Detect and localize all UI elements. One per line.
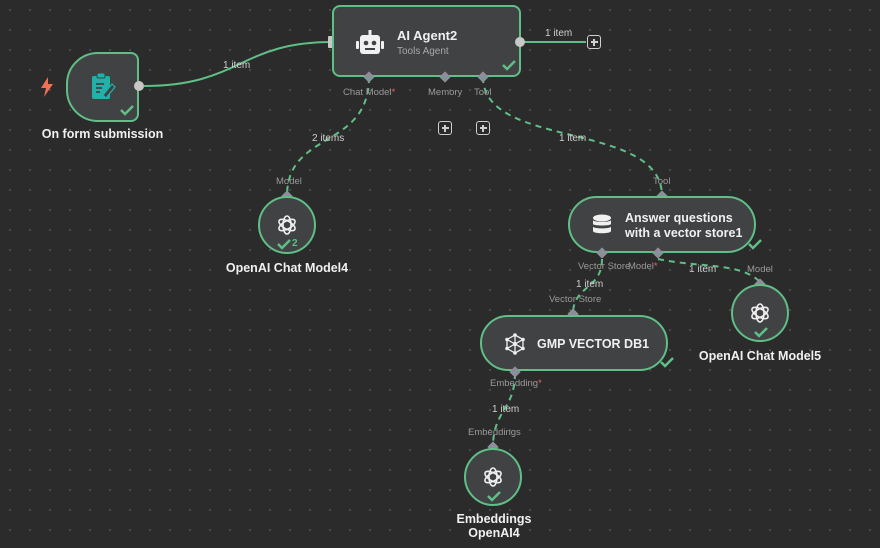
wire-model5[interactable] (657, 258, 761, 283)
embeddings-input-label: Embeddings (468, 427, 521, 438)
node-openai-chat-model4[interactable]: 2 (258, 196, 316, 254)
form-node-title: On form submission (41, 127, 164, 141)
form-icon (92, 73, 116, 99)
chat-model4-input-label: Model (276, 176, 302, 187)
port-label-chat-model: Chat Model* (343, 87, 396, 98)
add-memory-button[interactable] (438, 121, 452, 135)
agent-output-count: 1 item (545, 28, 573, 39)
agent-add-next-button[interactable] (587, 35, 601, 49)
chat-model4-title: OpenAI Chat Model4 (225, 261, 349, 275)
gmp-input-label: Vector Store (549, 294, 602, 305)
port-label-embedding: Embedding* (490, 378, 542, 389)
success-check-icon (502, 60, 516, 71)
tool-connection-count: 1 item (559, 133, 587, 144)
port-label-memory: Memory (428, 87, 463, 98)
answer-title-line1: Answer questions (625, 211, 733, 225)
answer-title-line2: with a vector store1 (625, 226, 743, 240)
wire-trigger-to-agent[interactable] (143, 41, 333, 87)
vector-db-icon (505, 333, 525, 355)
form-output-handle[interactable] (134, 81, 144, 91)
wire-vector-store[interactable] (572, 258, 603, 315)
embedding-connection-count: 1 item (492, 404, 520, 415)
port-label-tool: Tool (474, 87, 492, 98)
openai-icon (484, 467, 502, 487)
node-answer-questions[interactable]: Answer questions with a vector store1 (568, 196, 762, 253)
wire-chat-model[interactable] (286, 76, 370, 197)
port-label-vector-store: Vector Store (578, 261, 631, 272)
run-count-badge: 2 (292, 238, 298, 249)
trigger-to-agent-count: 1 item (223, 60, 251, 71)
node-on-form-submission[interactable] (66, 52, 139, 122)
chat-model5-input-label: Model (747, 264, 773, 275)
vector-store-connection-count: 1 item (576, 279, 604, 290)
add-tool-button[interactable] (476, 121, 490, 135)
agent-input-handle[interactable] (328, 36, 334, 48)
success-check-icon (120, 105, 134, 116)
database-icon (593, 214, 611, 234)
embeddings-title-line2: OpenAI4 (468, 526, 520, 540)
agent-title: AI Agent2 (397, 28, 458, 43)
success-check-icon (754, 327, 768, 338)
chat-model-connection-count: 2 items (312, 133, 345, 144)
gmp-title: GMP VECTOR DB1 (537, 337, 650, 351)
embeddings-title-line1: Embeddings (456, 512, 532, 526)
openai-icon (751, 303, 769, 323)
answer-input-label: Tool (653, 176, 671, 187)
lightning-bolt-icon (41, 77, 53, 97)
node-ai-agent[interactable]: AI Agent2 Tools Agent (332, 5, 521, 77)
node-gmp-vector-db[interactable]: GMP VECTOR DB1 (480, 315, 674, 371)
agent-output-handle[interactable] (515, 37, 525, 47)
chat-model5-title: OpenAI Chat Model5 (698, 349, 822, 363)
success-check-icon (277, 239, 291, 250)
wire-embedding[interactable] (492, 372, 516, 448)
node-embeddings-openai[interactable] (464, 448, 522, 506)
success-check-icon (487, 491, 501, 502)
success-check-icon (748, 239, 762, 250)
robot-icon (356, 30, 384, 54)
model5-connection-count: 1 item (689, 264, 717, 275)
wire-tool[interactable] (482, 76, 663, 197)
openai-icon (278, 215, 296, 235)
port-label-model: Model* (628, 261, 658, 272)
agent-subtitle: Tools Agent (397, 46, 449, 57)
node-openai-chat-model5[interactable] (731, 284, 789, 342)
success-check-icon (660, 357, 674, 368)
